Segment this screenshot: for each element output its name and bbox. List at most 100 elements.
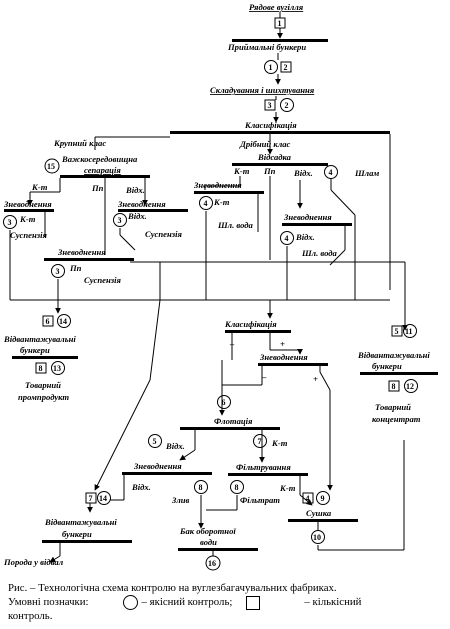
quality-node-14: 14: [57, 314, 71, 328]
caption-legend-row: Умовні позначки: – якісний контроль; – к…: [8, 595, 444, 611]
svg-text:8: 8: [392, 382, 396, 391]
classification-2-bar: [225, 330, 291, 333]
drain-label: Злив: [171, 495, 190, 505]
dw3-conc-label: К-т: [213, 197, 230, 207]
svg-text:16: 16: [208, 559, 216, 568]
svg-text:14: 14: [99, 494, 107, 503]
svg-text:2: 2: [284, 63, 288, 72]
svg-text:1: 1: [269, 63, 273, 72]
svg-text:7: 7: [89, 494, 93, 503]
receiving-bunkers-label: Приймальні бункери: [227, 42, 306, 52]
flowsheet-diagram: Рядове вугілля 1 Приймальні бункери 1 2 …: [3, 2, 438, 571]
quality-node-3a: 3: [3, 215, 17, 229]
quality-node-3b: 3: [113, 213, 127, 227]
jigging-label: Відсадка: [257, 152, 292, 162]
recycle-tank-label-2: води: [200, 537, 217, 547]
commercial-middlings-label-2: промпродукт: [18, 392, 69, 402]
svg-text:5: 5: [395, 327, 399, 336]
dw3-sludge-water-label: Шл. вода: [217, 220, 254, 230]
jig-tailings-label: Відх.: [293, 168, 313, 178]
shipping-bunkers-2-label-2: бункери: [372, 361, 402, 371]
dw4-tailings-label: Відх.: [295, 232, 315, 242]
classification-2-label: Класифікація: [224, 319, 277, 329]
svg-text:8: 8: [235, 483, 239, 492]
commercial-conc-label-2: концентрат: [372, 414, 421, 424]
jig-conc-label: К-т: [233, 166, 250, 176]
svg-text:15: 15: [47, 162, 55, 171]
recycle-tank-bar: [178, 548, 258, 551]
quality-node-6b: 6: [217, 395, 231, 409]
shipping-bunkers-3-label: Відвантажувальні: [44, 517, 117, 527]
classification-1-label: Класифікація: [244, 120, 297, 130]
jigging-bar: [232, 163, 328, 166]
hms-middlings-label: Пп: [91, 183, 104, 193]
svg-text:6: 6: [46, 317, 50, 326]
qty-node-8a: 8: [35, 362, 47, 374]
quality-node-16: 16: [205, 555, 221, 571]
quality-node-5b: 5: [148, 434, 162, 448]
figure-caption: Рис. – Технологічна схема контролю на ву…: [8, 582, 444, 623]
flotation-label: Флотація: [214, 416, 253, 426]
flotation-bar: [180, 427, 280, 430]
class2-minus-label: –: [229, 339, 235, 349]
dewatering-7-bar: [122, 472, 212, 475]
svg-text:5: 5: [153, 437, 157, 446]
dw5-suspension-label: Суспензія: [84, 275, 121, 285]
flot-conc-label: К-т: [271, 438, 288, 448]
svg-text:4: 4: [329, 168, 333, 177]
dewatering-3-label: Зневоднення: [193, 180, 242, 190]
quality-node-8c: 8: [194, 480, 208, 494]
quality-node-9: 9: [316, 491, 330, 505]
shipping-bunkers-2-label: Відвантажувальні: [357, 350, 430, 360]
svg-text:10: 10: [313, 533, 321, 542]
recycle-tank-label: Бак оборотної: [179, 526, 236, 536]
svg-text:4: 4: [204, 199, 208, 208]
dewatering-1-bar: [4, 209, 54, 212]
shipping-bunkers-2-bar: [360, 372, 438, 375]
legend-quantity-text: – кількісний: [304, 596, 362, 609]
rock-to-dump-label: Порода у відвал: [3, 557, 64, 567]
heavy-media-bar: [60, 175, 150, 178]
svg-text:1: 1: [278, 19, 282, 28]
filtration-label: Фільтрування: [236, 462, 291, 472]
svg-text:3: 3: [56, 267, 60, 276]
dw2-suspension-label: Суспензія: [145, 229, 182, 239]
shipping-bunkers-1-label: Відвантажувальні: [3, 334, 76, 344]
dw7-tailings-label: Відх.: [131, 482, 151, 492]
quality-node-1: 1: [264, 60, 278, 74]
sludge-label: Шлам: [354, 168, 379, 178]
shipping-bunkers-1-bar: [12, 356, 78, 359]
jig-middlings-label: Пп: [263, 166, 276, 176]
quality-node-10: 10: [311, 530, 325, 544]
dw1-suspension-label: Суспензія: [10, 230, 47, 240]
svg-text:12: 12: [406, 382, 414, 391]
hms-tailings-label: Відх.: [125, 185, 145, 195]
drying-label: Сушка: [306, 508, 332, 518]
qty-node-5: 5: [391, 325, 403, 337]
fine-class-label: Дрібний клас: [239, 139, 291, 149]
svg-text:3: 3: [268, 101, 272, 110]
svg-text:14: 14: [59, 317, 67, 326]
quality-node-13: 13: [51, 361, 65, 375]
large-class-label: Крупний клас: [53, 138, 106, 148]
quality-node-4a: 4: [324, 165, 338, 179]
dw4-sludge-water-label: Шл. вода: [301, 248, 338, 258]
hms-conc-label: К-т: [31, 182, 48, 192]
class2-plus-label: +: [280, 339, 285, 349]
quality-node-2: 2: [280, 98, 294, 112]
legend-quality-text: – якісний контроль;: [141, 596, 233, 609]
svg-text:11: 11: [405, 327, 413, 336]
quality-node-4b: 4: [199, 196, 213, 210]
storage-blending-label: Складування і шихтування: [210, 85, 315, 95]
quality-node-15: 15: [44, 158, 60, 174]
svg-text:3: 3: [118, 216, 122, 225]
caption-line-3: контроль.: [8, 610, 53, 623]
quality-node-4c: 4: [280, 231, 294, 245]
filt-conc-label: К-т: [279, 483, 296, 493]
dewatering-4-label: Зневоднення: [283, 212, 332, 222]
svg-text:2: 2: [285, 101, 289, 110]
receiving-bunkers-bar: [232, 39, 328, 42]
raw-coal-label: Рядове вугілля: [249, 2, 304, 12]
dewatering-6-bar: [258, 363, 328, 366]
dewatering-2-bar: [118, 209, 188, 212]
